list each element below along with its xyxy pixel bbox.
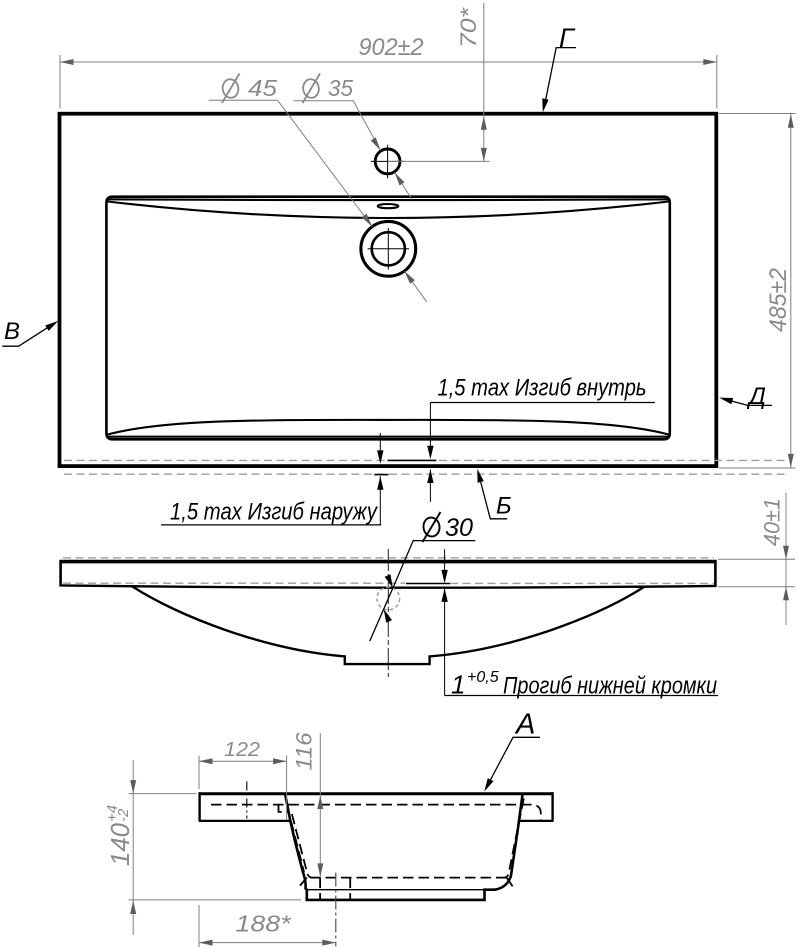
svg-text:40±1: 40±1	[760, 498, 785, 546]
svg-text:30: 30	[445, 514, 473, 542]
svg-text:485±2: 485±2	[765, 268, 792, 332]
svg-text:1,5 max Изгиб наружу: 1,5 max Изгиб наружу	[170, 499, 379, 526]
svg-text:Г: Г	[559, 23, 576, 53]
svg-text:45: 45	[248, 75, 277, 101]
svg-text:1,5 max Изгиб внутрь: 1,5 max Изгиб внутрь	[438, 375, 647, 402]
svg-text:Б: Б	[496, 493, 512, 520]
svg-text:122: 122	[224, 739, 260, 761]
svg-text:А: А	[514, 709, 535, 741]
svg-text:70*: 70*	[456, 6, 481, 48]
svg-text:1: 1	[451, 670, 465, 700]
svg-text:902±2: 902±2	[359, 34, 424, 61]
svg-text:116: 116	[292, 732, 317, 771]
svg-text:В: В	[4, 318, 20, 345]
svg-text:Прогиб нижней кромки: Прогиб нижней кромки	[503, 673, 717, 700]
svg-text:35: 35	[328, 75, 353, 101]
svg-text:+4: +4	[104, 805, 121, 822]
svg-text:+0,5: +0,5	[467, 669, 499, 686]
svg-text:-2: -2	[115, 808, 132, 822]
svg-text:Д: Д	[746, 383, 766, 410]
svg-text:140: 140	[105, 822, 135, 866]
svg-text:188*: 188*	[236, 911, 292, 937]
